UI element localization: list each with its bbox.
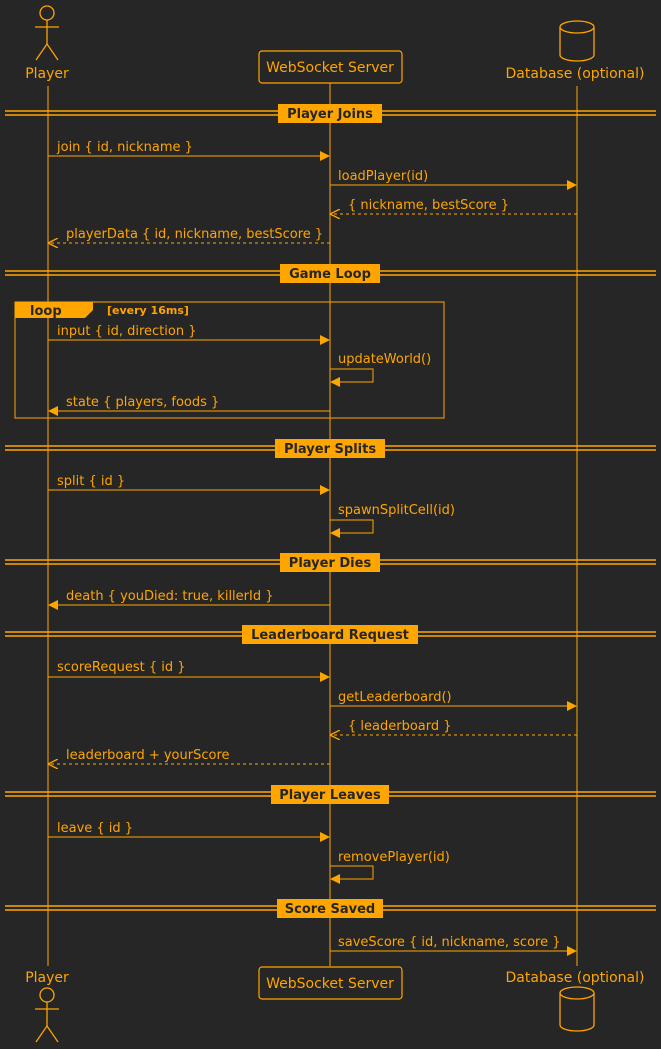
section-label: Game Loop <box>289 267 371 282</box>
loop-fragment: loop [every 16ms] <box>14 301 445 419</box>
section-player-leaves: Player Leaves <box>5 785 656 804</box>
message-save-score: saveScore { id, nickname, score } <box>330 935 577 956</box>
database-label: Database (optional) <box>506 66 645 82</box>
server-participant-top: WebSocket Server <box>258 50 403 84</box>
message-spawn-split-cell: spawnSplitCell(id) <box>330 503 455 538</box>
message-join: join { id, nickname } <box>48 140 330 161</box>
loop-keyword: loop <box>30 304 62 319</box>
message-player-data: playerData { id, nickname, bestScore } <box>49 227 330 243</box>
player-participant-top: Player <box>25 5 69 82</box>
section-game-loop: Game Loop <box>5 264 656 283</box>
database-participant-bottom: Database (optional) <box>506 970 645 1032</box>
actor-icon <box>35 987 59 1043</box>
message-label: spawnSplitCell(id) <box>338 503 455 518</box>
message-label: playerData { id, nickname, bestScore } <box>66 227 323 242</box>
section-player-joins: Player Joins <box>5 104 656 123</box>
message-label: updateWorld() <box>338 352 431 367</box>
message-load-reply: { nickname, bestScore } <box>331 198 577 214</box>
message-split: split { id } <box>48 474 330 495</box>
section-label: Player Splits <box>284 442 376 457</box>
message-load-player: loadPlayer(id) <box>330 169 577 190</box>
section-score-saved: Score Saved <box>5 899 656 918</box>
message-label: state { players, foods } <box>66 395 219 410</box>
database-icon <box>559 20 595 62</box>
message-label: death { youDied: true, killerId } <box>66 589 274 604</box>
message-get-leaderboard: getLeaderboard() <box>330 690 577 711</box>
server-participant-bottom: WebSocket Server <box>258 966 403 1000</box>
section-label: Player Dies <box>289 556 372 571</box>
player-participant-bottom: Player <box>25 970 69 1043</box>
section-label: Player Joins <box>287 107 373 122</box>
message-label: scoreRequest { id } <box>57 660 186 675</box>
message-label: removePlayer(id) <box>338 850 450 865</box>
server-box <box>258 50 403 84</box>
database-label: Database (optional) <box>506 970 645 986</box>
loop-condition: [every 16ms] <box>107 304 189 317</box>
message-leave: leave { id } <box>48 821 330 842</box>
section-label: Player Leaves <box>279 788 381 803</box>
message-leaderboard-your-score: leaderboard + yourScore <box>49 748 330 764</box>
message-label: split { id } <box>57 474 125 489</box>
player-label: Player <box>25 970 69 986</box>
message-label: loadPlayer(id) <box>338 169 428 184</box>
message-state: state { players, foods } <box>48 395 330 416</box>
server-label: WebSocket Server <box>266 976 394 992</box>
server-label: WebSocket Server <box>266 60 394 76</box>
message-label: input { id, direction } <box>57 324 196 339</box>
player-label: Player <box>25 66 69 82</box>
message-label: saveScore { id, nickname, score } <box>338 935 561 950</box>
section-player-dies: Player Dies <box>5 553 656 572</box>
message-leaderboard-reply: { leaderboard } <box>331 719 577 735</box>
database-icon <box>559 986 595 1032</box>
message-score-request: scoreRequest { id } <box>48 660 330 682</box>
message-label: leave { id } <box>57 821 133 836</box>
message-input: input { id, direction } <box>48 324 330 345</box>
section-label: Score Saved <box>285 902 376 917</box>
section-leaderboard-request: Leaderboard Request <box>5 625 656 644</box>
message-remove-player: removePlayer(id) <box>330 850 450 884</box>
section-player-splits: Player Splits <box>5 439 656 458</box>
message-update-world: updateWorld() <box>330 352 431 387</box>
section-label: Leaderboard Request <box>251 628 409 643</box>
message-label: { leaderboard } <box>348 719 452 734</box>
database-participant-top: Database (optional) <box>506 20 645 82</box>
message-label: getLeaderboard() <box>338 690 452 705</box>
server-box <box>258 966 403 1000</box>
message-label: leaderboard + yourScore <box>66 748 230 763</box>
message-label: { nickname, bestScore } <box>348 198 509 213</box>
actor-icon <box>35 5 59 61</box>
message-label: join { id, nickname } <box>56 140 193 155</box>
message-death: death { youDied: true, killerId } <box>48 589 330 610</box>
